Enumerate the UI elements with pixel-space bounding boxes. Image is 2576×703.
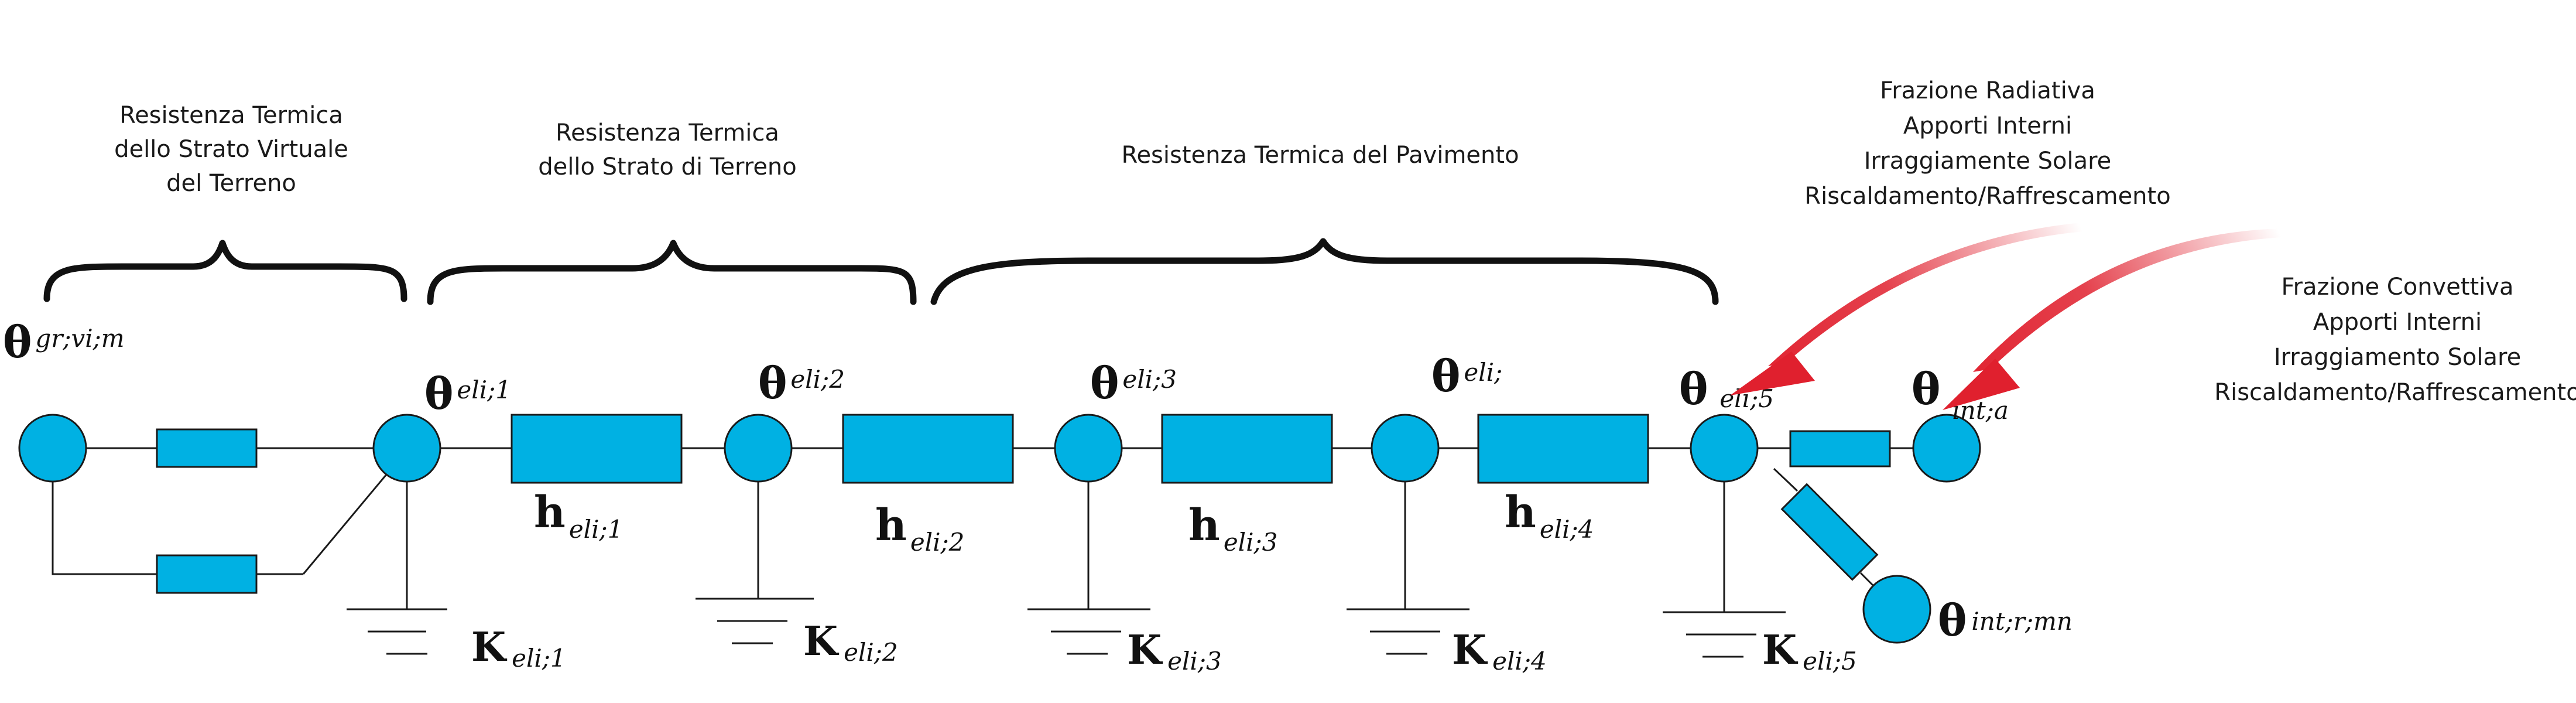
node-theta-eli-5: [1690, 414, 1759, 483]
resistor-virtual-lower: [156, 554, 258, 594]
brace-ground-layer: [427, 240, 917, 305]
caption-convective-line-3: Irraggiamento Solare: [2274, 344, 2521, 371]
caption-radiative: Frazione Radiativa Apporti Interni Irrag…: [1804, 77, 2170, 210]
brace-virtual-layer: [43, 240, 407, 302]
ground-symbol-3: [1027, 608, 1150, 655]
caption-virtual-layer: Resistenza Termica dello Strato Virtuale…: [114, 102, 348, 197]
caption-floor: Resistenza Termica del Pavimento: [1121, 142, 1519, 169]
ground-symbols: [347, 598, 1786, 658]
node-theta-eli-3: [1054, 414, 1123, 483]
wires: [52, 447, 1913, 612]
ground-symbol-1: [347, 608, 447, 655]
caption-virtual-layer-line-3: del Terreno: [166, 170, 296, 197]
node-theta-int-r-mn: [1862, 575, 1931, 644]
caption-radiative-line-3: Irraggiamente Solare: [1864, 148, 2112, 175]
node-theta-eli-1: [372, 414, 441, 483]
node-theta-gr-vi-m: [18, 414, 87, 483]
resistor-virtual-upper: [156, 428, 258, 468]
caption-convective-line-1: Frazione Convettiva: [2281, 274, 2513, 301]
caption-ground-layer-line-2: dello Strato di Terreno: [538, 153, 797, 180]
caption-ground-layer-line-1: Resistenza Termica: [556, 120, 779, 146]
resistor-h-eli-3: [1161, 414, 1333, 484]
nodes: [18, 414, 1981, 644]
caption-convective: Frazione Convettiva Apporti Interni Irra…: [2214, 274, 2576, 406]
caption-convective-line-4: Riscaldamento/Raffrescamento: [2214, 379, 2576, 406]
resistor-h-eli-2: [842, 414, 1014, 484]
caption-radiative-line-2: Apporti Interni: [1903, 112, 2072, 139]
ground-symbol-2: [696, 598, 814, 644]
caption-virtual-layer-line-1: Resistenza Termica: [119, 102, 343, 129]
resistor-convective: [1789, 430, 1891, 467]
resistor-h-eli-4: [1477, 414, 1649, 484]
caption-radiative-line-4: Riscaldamento/Raffrescamento: [1804, 183, 2170, 210]
node-theta-eli-2: [724, 414, 793, 483]
ground-symbol-5: [1663, 611, 1786, 658]
caption-convective-line-2: Apporti Interni: [2313, 309, 2482, 336]
resistor-radiative: [1780, 483, 1879, 581]
convective-input-arrow: [1943, 228, 2283, 410]
brace-floor: [930, 238, 1719, 305]
caption-radiative-line-1: Frazione Radiativa: [1880, 77, 2095, 104]
node-theta-int-a: [1912, 414, 1981, 483]
caption-ground-layer: Resistenza Termica dello Strato di Terre…: [538, 120, 797, 180]
caption-virtual-layer-line-2: dello Strato Virtuale: [114, 136, 348, 163]
resistor-h-eli-1: [511, 414, 683, 484]
radiative-input-arrow: [1730, 223, 2084, 395]
ground-symbol-4: [1347, 608, 1469, 655]
node-theta-eli-4: [1371, 414, 1440, 483]
caption-floor-line-1: Resistenza Termica del Pavimento: [1121, 142, 1519, 169]
resistors: [156, 414, 1891, 594]
